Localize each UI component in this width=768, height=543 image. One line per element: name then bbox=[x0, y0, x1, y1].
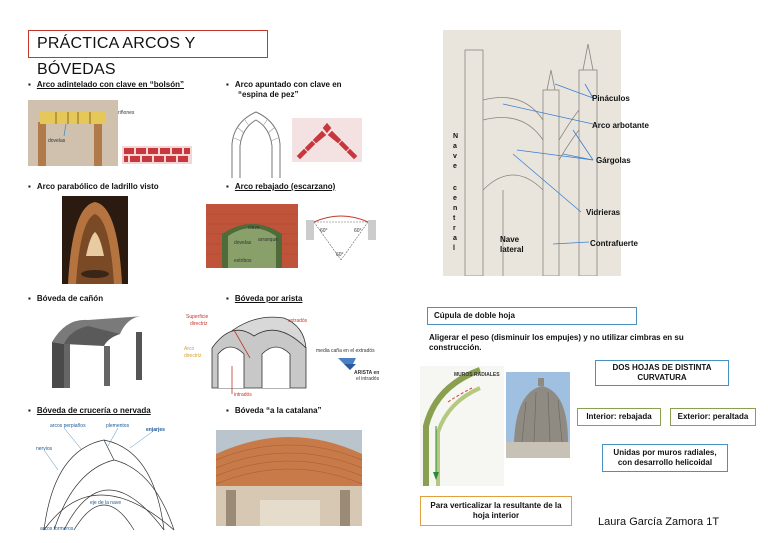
caption-angle-2: 60° bbox=[354, 228, 362, 234]
cupula-heading-box: Cúpula de doble hoja bbox=[427, 307, 637, 325]
label-boveda-arista: ▪Bóveda por arista bbox=[226, 294, 302, 304]
caption-nervios: nervios bbox=[36, 446, 53, 452]
unidas-box: Unidas por muros radiales,con desarrollo… bbox=[602, 444, 728, 472]
label-arco-adintelado: ▪Arco adintelado con clave en “bolsón” bbox=[28, 80, 184, 90]
dome-photo bbox=[506, 372, 570, 458]
espina-de-pez-pattern bbox=[292, 118, 362, 162]
caption-rinones: riñones bbox=[118, 110, 134, 116]
page-title: PRÁCTICA ARCOS Y BÓVEDAS bbox=[28, 30, 268, 58]
caption-angle-1: 60° bbox=[320, 228, 328, 234]
caption-superficie: Superficie bbox=[186, 314, 208, 320]
caption-eje-nave: eje de la nave bbox=[90, 500, 121, 506]
cupula-section-drawing: MUROS RADIALES bbox=[420, 366, 504, 486]
svg-text:l: l bbox=[453, 245, 455, 252]
svg-text:v: v bbox=[453, 153, 457, 160]
arco-rebajado-diagram: 60° 60° 60° bbox=[306, 214, 376, 268]
caption-arcos-perpianos: arcos perpiaños bbox=[50, 423, 86, 429]
arco-parabolico-photo bbox=[62, 196, 128, 284]
arco-adintelado-image: dovelas bbox=[28, 100, 118, 166]
boveda-canon-render bbox=[48, 312, 148, 390]
svg-text:a: a bbox=[453, 143, 457, 150]
boveda-arista-diagram: Superficie directriz Arco directriz extr… bbox=[184, 308, 314, 398]
caption-superficie-2: directriz bbox=[190, 321, 208, 327]
author-name: Laura García Zamora 1T bbox=[598, 516, 719, 528]
label-contrafuerte: Contrafuerte bbox=[590, 239, 638, 249]
boveda-cruceria-drawing: arcos perpiaños plementos enjarjes nervi… bbox=[34, 420, 190, 532]
label-arco-rebajado: ▪Arco rebajado (escarzano) bbox=[226, 182, 335, 192]
label-boveda-catalana: ▪Bóveda “a la catalana” bbox=[226, 406, 322, 416]
caption-estribos: estribos bbox=[234, 258, 252, 264]
svg-text:n: n bbox=[453, 205, 457, 212]
caption-clave: clave bbox=[248, 225, 260, 231]
caption-dovelas-rebajado: dovelas bbox=[234, 240, 252, 246]
label-arco-apuntado: ▪Arco apuntado con clave en “espina de p… bbox=[226, 80, 342, 100]
caption-arco: Arco bbox=[184, 346, 195, 352]
caption-extrados: extradós bbox=[288, 318, 308, 324]
label-arco-parabolico: ▪Arco parabólico de ladrillo visto bbox=[28, 182, 159, 192]
caption-arco-2: directriz bbox=[184, 353, 202, 359]
svg-text:e: e bbox=[453, 195, 457, 202]
exterior-box: Exterior: peraltada bbox=[670, 408, 756, 426]
arco-rebajado-photo: clave dovelas arranque estribos bbox=[206, 204, 298, 268]
caption-arcos-formeros: arcos formeros bbox=[40, 526, 74, 532]
brick-pattern-flat bbox=[122, 146, 192, 164]
interior-box: Interior: rebajada bbox=[577, 408, 661, 426]
label-vidrieras: Vidrieras bbox=[586, 208, 620, 218]
cupula-description: Aligerar el peso (disminuir los empujes)… bbox=[429, 333, 749, 353]
label-gargolas: Gárgolas bbox=[596, 156, 631, 166]
label-pinaculos: Pináculos bbox=[592, 94, 630, 104]
caption-intrados: intradós bbox=[234, 392, 252, 398]
caption-muros-radiales: MUROS RADIALES bbox=[454, 372, 500, 378]
caption-arranque: arranque bbox=[258, 237, 278, 243]
svg-text:a: a bbox=[453, 235, 457, 242]
caption-plementos: plementos bbox=[106, 423, 130, 429]
caption-dovelas: dovelas bbox=[48, 138, 66, 144]
label-arco-arbotante: Arco arbotante bbox=[592, 121, 649, 131]
caption-angle-3: 60° bbox=[336, 252, 344, 258]
svg-text:N: N bbox=[453, 133, 458, 140]
caption-arista-2: el intradós bbox=[356, 376, 380, 382]
caption-media-cana: media caña en el extradós bbox=[316, 348, 375, 354]
label-boveda-canon: ▪Bóveda de cañón bbox=[28, 294, 103, 304]
label-boveda-cruceria: ▪Bóveda de crucería o nervada bbox=[28, 406, 151, 416]
boveda-catalana-photo bbox=[216, 430, 362, 526]
svg-text:c: c bbox=[453, 185, 457, 192]
caption-enjarjes: enjarjes bbox=[146, 427, 165, 433]
svg-text:r: r bbox=[453, 225, 456, 232]
arco-apuntado-drawing bbox=[228, 108, 284, 178]
svg-text:e: e bbox=[453, 163, 457, 170]
arista-detail: media caña en el extradós ARISTA en el i… bbox=[316, 346, 380, 382]
